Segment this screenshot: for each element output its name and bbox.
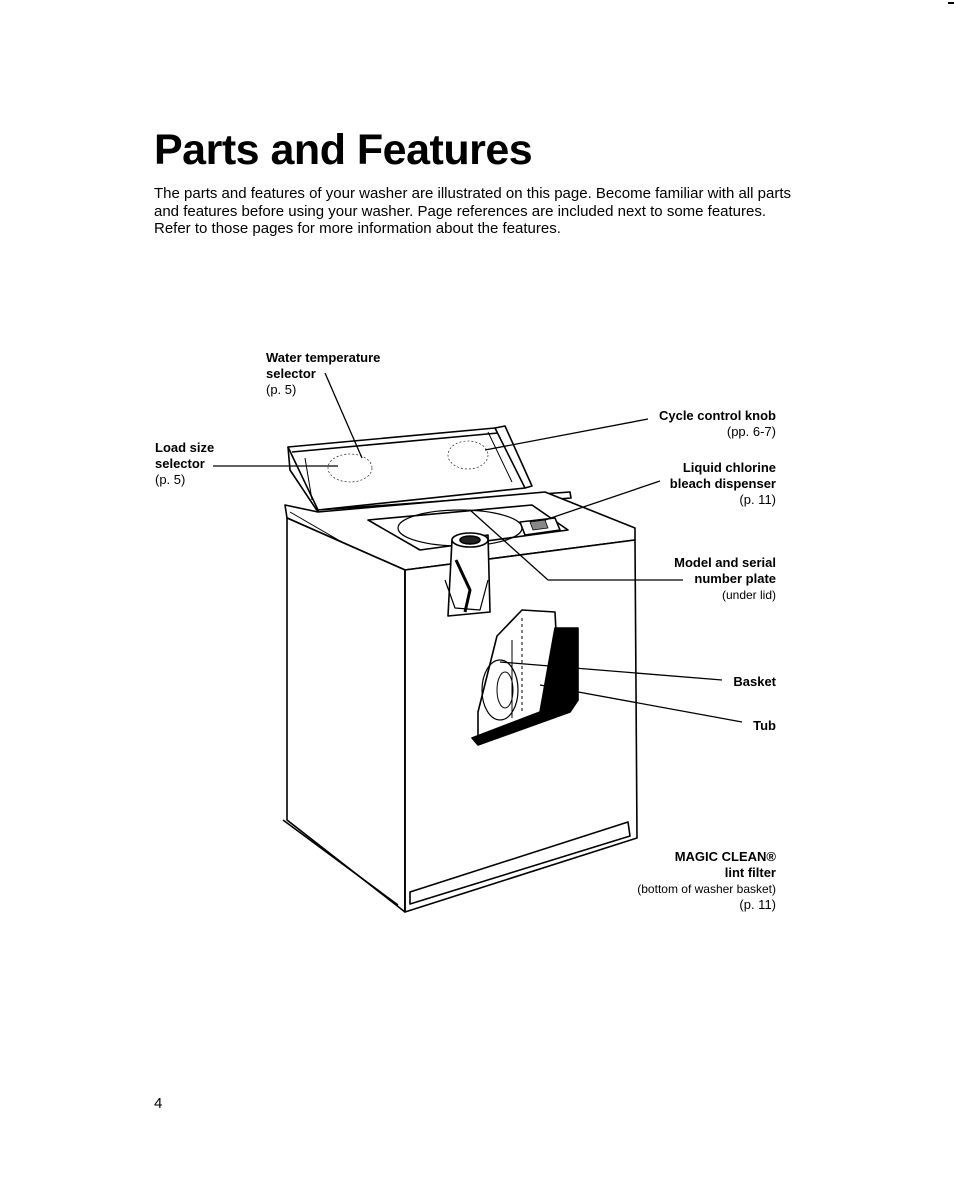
page-title: Parts and Features (154, 126, 533, 174)
console-top-edge (291, 432, 499, 453)
page-number: 4 (154, 1095, 163, 1112)
leader-bleach (544, 480, 661, 521)
cycle-knob-ref: (pp. 6-7) (726, 424, 776, 439)
model-plate-label-2: number plate (694, 571, 776, 586)
tub-dark (471, 627, 579, 746)
tub-label: Tub (753, 718, 776, 733)
callout-bleach: Liquid chlorine bleach dispenser (p. 11) (670, 460, 776, 508)
load-size-label: Load size (155, 440, 215, 455)
callout-water-temp: Water temperature selector (p. 5) (266, 350, 380, 398)
water-temp-label: Water temperature (266, 350, 381, 365)
lint-filter-label: MAGIC CLEAN® (674, 849, 776, 864)
callout-basket: Basket (733, 674, 776, 690)
callout-tub: Tub (753, 718, 776, 734)
lid-opening (367, 504, 569, 551)
load-size-ref: (p. 5) (155, 472, 186, 487)
leader-basket (499, 661, 723, 681)
bleach-label-2: bleach dispenser (669, 476, 776, 491)
bleach-ref: (p. 11) (739, 492, 776, 507)
leader-model-plate (469, 509, 683, 581)
callout-model-plate: Model and serial number plate (under lid… (674, 555, 776, 603)
bleach-label: Liquid chlorine (682, 460, 776, 475)
water-temp-ref: (p. 5) (266, 382, 297, 397)
leader-cycle-knob (484, 418, 649, 451)
cabinet-base (409, 821, 631, 905)
callout-cycle-knob: Cycle control knob (pp. 6-7) (659, 408, 776, 440)
cabinet-front (286, 517, 406, 913)
lint-filter-ref: (bottom of washer basket) (637, 882, 776, 896)
water-temp-label-2: selector (266, 366, 316, 381)
leader-water-temp (324, 372, 363, 459)
cycle-knob-label: Cycle control knob (658, 408, 776, 423)
intro-paragraph: The parts and features of your washer ar… (154, 185, 791, 237)
callout-lint-filter: MAGIC CLEAN® lint filter (bottom of wash… (637, 849, 776, 913)
callout-load-size: Load size selector (p. 5) (155, 440, 214, 488)
load-size-label-2: selector (155, 456, 205, 471)
leader-tub (539, 684, 743, 723)
page-edge-mark (948, 2, 954, 4)
lint-filter-page-ref: (p. 11) (739, 897, 776, 912)
lint-filter-label-2: lint filter (724, 865, 776, 880)
model-plate-ref: (under lid) (721, 588, 776, 602)
model-plate-label: Model and serial (674, 555, 776, 570)
basket-label: Basket (733, 674, 776, 689)
